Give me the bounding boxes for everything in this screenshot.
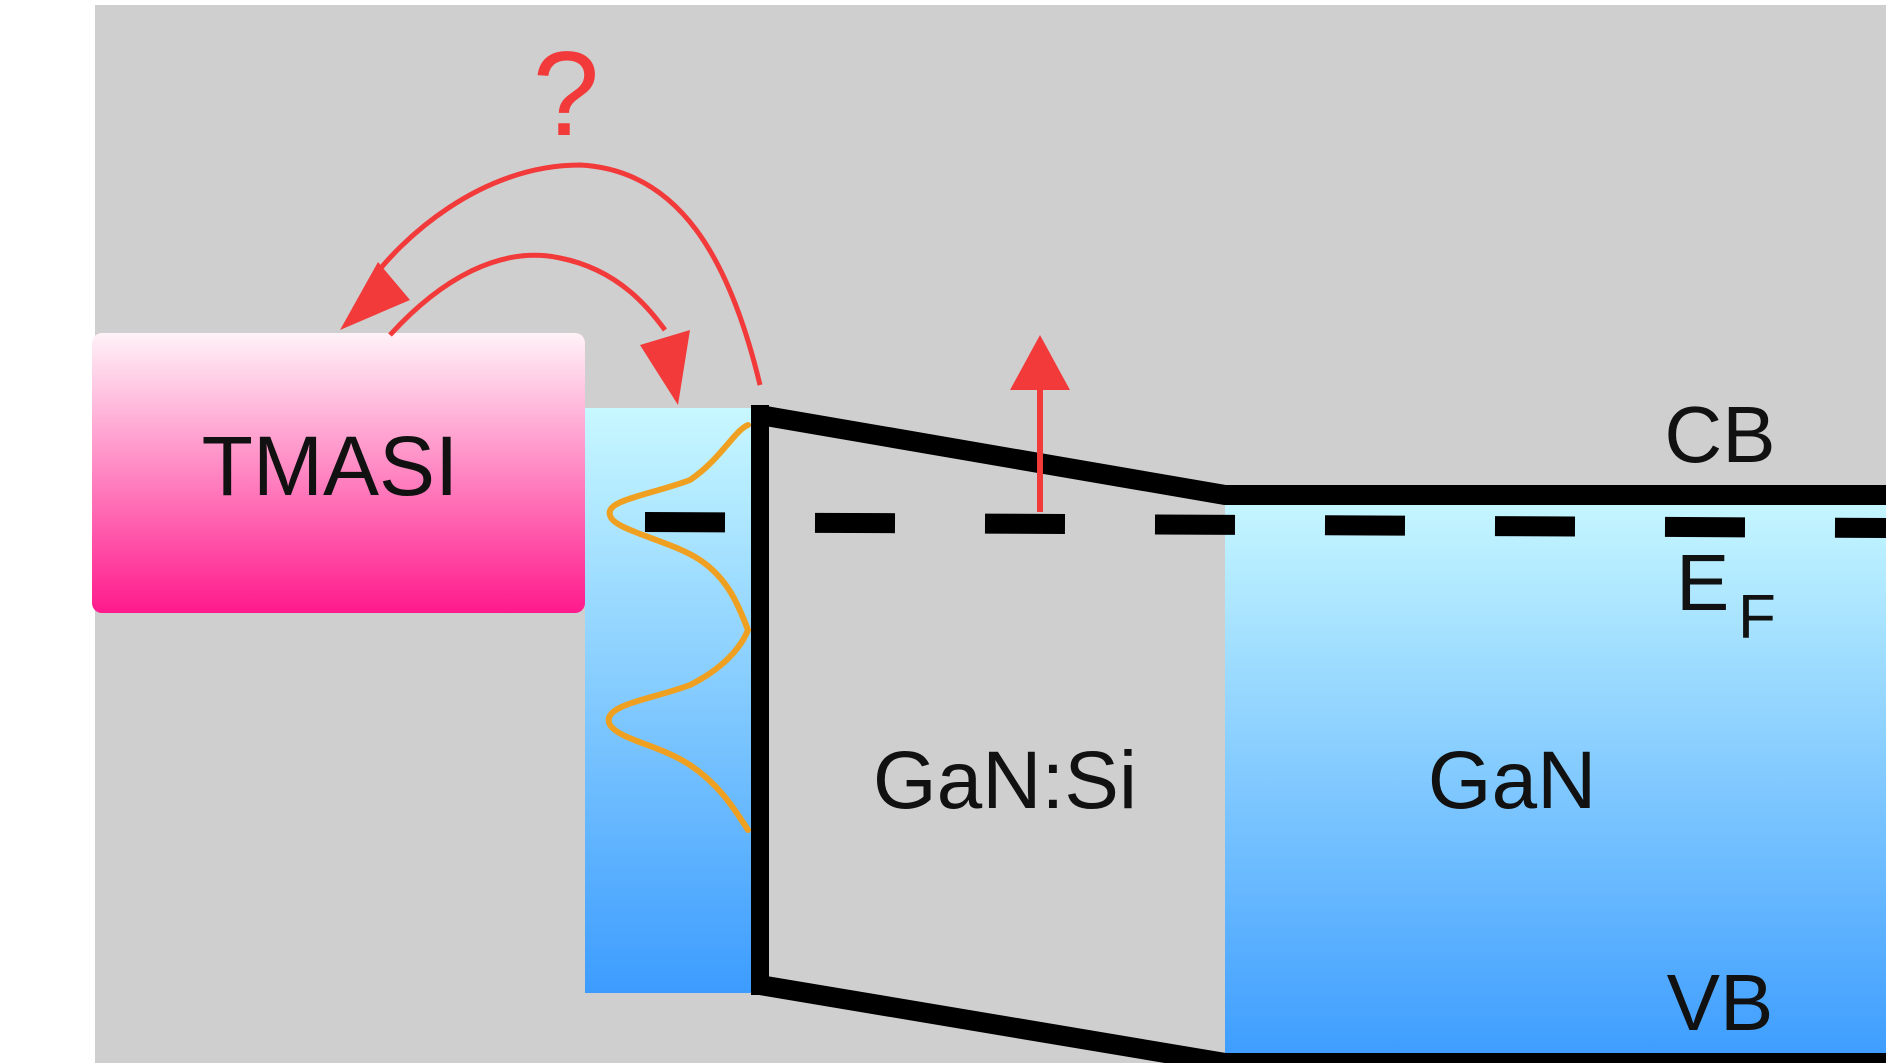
ef-main-label: E	[1676, 538, 1729, 627]
cb-label: CB	[1664, 390, 1775, 479]
gan-label: GaN	[1428, 735, 1597, 826]
gan-si-label: GaN:Si	[873, 735, 1137, 826]
fermi-level-line	[644, 512, 1886, 538]
ef-label: E F	[1676, 538, 1776, 652]
arrow-up-icon	[1010, 335, 1070, 512]
curved-arrow-icon	[340, 162, 763, 405]
wavefunction-curve	[605, 422, 752, 833]
tmasi-box	[92, 333, 585, 613]
tmasi-label: TMASI	[202, 419, 459, 513]
question-mark-label: ?	[533, 27, 600, 161]
ef-subscript-label: F	[1738, 583, 1776, 652]
vb-label: VB	[1667, 958, 1774, 1047]
conduction-band-edge	[758, 405, 1886, 505]
gan-blue-region	[1225, 490, 1886, 1063]
valence-band-edge	[758, 975, 1886, 1063]
surface-blue-region	[585, 408, 753, 993]
